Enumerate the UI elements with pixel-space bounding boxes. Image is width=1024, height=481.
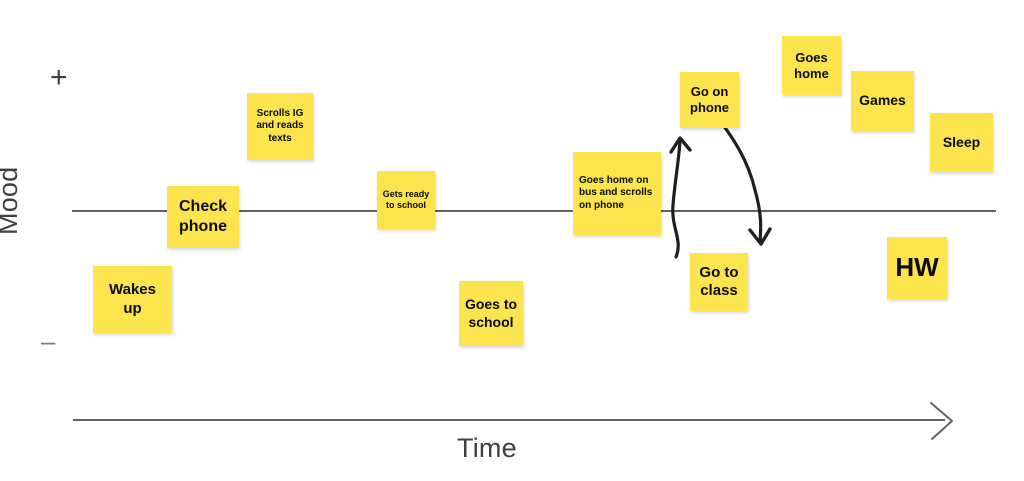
sticky-note-goes-home-bus[interactable]: Goes home on bus and scrolls on phone bbox=[573, 152, 661, 235]
sticky-note-label: Goes home bbox=[794, 49, 829, 81]
sticky-note-label: Go on phone bbox=[690, 84, 729, 115]
arrow-down-to-class-icon bbox=[716, 116, 772, 246]
sticky-note-go-to-class[interactable]: Go to class bbox=[690, 253, 748, 311]
sticky-note-label: HW bbox=[895, 252, 939, 283]
sticky-note-sleep[interactable]: Sleep bbox=[930, 113, 993, 172]
sticky-note-label: Wakes up bbox=[109, 281, 156, 317]
mood-negative-marker: – bbox=[41, 326, 56, 356]
sticky-note-label: Gets ready to school bbox=[382, 189, 430, 210]
arrow-up-to-phone-icon bbox=[669, 136, 692, 259]
sticky-note-check-phone[interactable]: Check phone bbox=[167, 186, 239, 248]
sticky-note-label: Go to class bbox=[699, 263, 739, 299]
sticky-note-label: Games bbox=[859, 92, 906, 109]
sticky-note-label: Goes to school bbox=[464, 296, 518, 330]
time-axis-arrowhead bbox=[930, 402, 953, 440]
mood-axis-line bbox=[72, 210, 996, 212]
mood-axis-label: Mood bbox=[0, 166, 23, 235]
sticky-note-label: Sleep bbox=[942, 133, 981, 150]
sticky-note-wakes-up[interactable]: Wakes up bbox=[93, 266, 172, 333]
sticky-note-goes-to-school[interactable]: Goes to school bbox=[459, 281, 523, 346]
sticky-note-go-on-phone[interactable]: Go on phone bbox=[680, 72, 739, 128]
sticky-note-scrolls-ig[interactable]: Scrolls IG and reads texts bbox=[247, 93, 313, 160]
time-axis-label: Time bbox=[457, 433, 517, 463]
sticky-note-label: Goes home on bus and scrolls on phone bbox=[579, 175, 653, 211]
sticky-note-games[interactable]: Games bbox=[851, 71, 914, 131]
sticky-note-goes-home[interactable]: Goes home bbox=[782, 36, 841, 95]
sticky-note-gets-ready[interactable]: Gets ready to school bbox=[377, 171, 435, 229]
sticky-note-label: Scrolls IG and reads texts bbox=[256, 108, 304, 144]
sticky-note-homework[interactable]: HW bbox=[887, 237, 947, 299]
sticky-note-label: Check phone bbox=[178, 198, 228, 235]
time-axis-line bbox=[73, 419, 945, 421]
mood-positive-marker: + bbox=[50, 61, 68, 94]
